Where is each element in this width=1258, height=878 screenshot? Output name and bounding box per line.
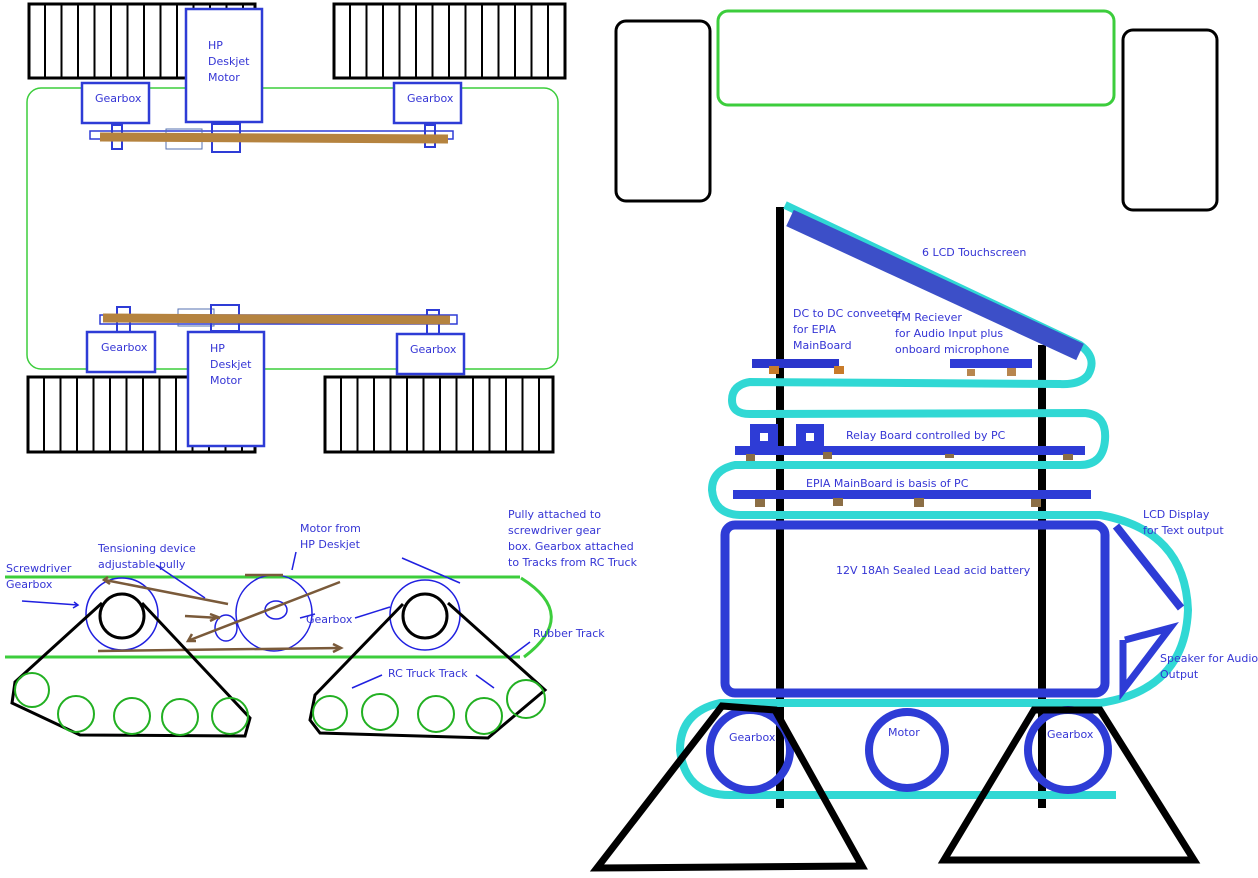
pully-label: box. Gearbox attached: [508, 540, 634, 553]
lcd-display: [1112, 523, 1185, 611]
fm-label: FM Reciever: [895, 311, 962, 324]
gearbox-label: Gearbox: [410, 343, 457, 356]
component: [1031, 499, 1041, 507]
side-view: Screwdriver Gearbox Tensioning device ad…: [5, 508, 638, 740]
speaker: [1119, 621, 1179, 701]
motor-wheel: [865, 708, 949, 792]
touchscreen-label: 6 LCD Touchscreen: [922, 246, 1026, 259]
track-frame-right: [937, 706, 1201, 864]
component: [755, 499, 765, 507]
component: [746, 454, 755, 461]
gearbox-label: Gearbox: [101, 341, 148, 354]
component: [823, 452, 832, 459]
rc-track-label: RC Truck Track: [388, 667, 468, 680]
hp-motor-box: [184, 7, 264, 124]
gearbox-label: Gearbox: [729, 731, 776, 744]
motor-circle: [235, 574, 313, 652]
relay-hole: [806, 433, 814, 441]
robot-side: 6 LCD Touchscreen DC to DC conveeter for…: [589, 201, 1258, 872]
gearbox-box: [85, 330, 157, 374]
rc-truck-tracks: [10, 592, 548, 740]
gearbox-box: [80, 81, 151, 125]
fm-label: for Audio Input plus: [895, 327, 1003, 340]
rubber-track-curve: [520, 576, 553, 659]
chassis-outline: [26, 87, 559, 370]
component: [769, 366, 779, 374]
motor-label: Deskjet: [208, 55, 250, 68]
relay-hole: [760, 433, 768, 441]
motor-label: HP: [210, 342, 225, 355]
tensioner-label: adjustable pully: [98, 558, 186, 571]
motor-label: Motor: [888, 726, 920, 739]
motor-label: Motor from: [300, 522, 361, 535]
component: [834, 366, 844, 374]
speaker-label: Speaker for Audio: [1160, 652, 1258, 665]
hp-motor-box: [186, 330, 266, 448]
relay-label: Relay Board controlled by PC: [846, 429, 1006, 442]
axle: [99, 132, 449, 144]
motor-label: HP: [208, 39, 223, 52]
battery: [720, 520, 1110, 698]
dcdc-label: DC to DC conveeter: [793, 307, 903, 320]
relay-board: [735, 446, 1085, 455]
annotation-arrows: [21, 551, 531, 689]
tensioner-label: Tensioning device: [97, 542, 196, 555]
wheel-right: [1121, 28, 1219, 212]
gearbox-label: Gearbox: [306, 613, 353, 626]
gearbox-label: Gearbox: [407, 92, 454, 105]
component: [914, 498, 924, 507]
pully-label: screwdriver gear: [508, 524, 601, 537]
axle: [102, 313, 451, 325]
touchscreen: [786, 209, 1084, 361]
component: [833, 498, 843, 506]
top-view: Gearbox Gearbox Gearbox Gearbox HP Deskj…: [26, 2, 567, 454]
body-outline: [716, 9, 1116, 107]
motor-label: Motor: [208, 71, 240, 84]
tensioner-pulley: [214, 614, 238, 642]
fm-board: [950, 359, 1032, 368]
fm-label: onboard microphone: [895, 343, 1009, 356]
component: [1007, 368, 1016, 376]
gearbox-box: [395, 332, 466, 376]
motor-label: HP Deskjet: [300, 538, 361, 551]
rubber-track-label: Rubber Track: [533, 627, 605, 640]
epia-label: EPIA MainBoard is basis of PC: [806, 477, 969, 490]
track-frame-left: [589, 702, 868, 872]
component: [945, 454, 954, 458]
gearbox-box: [392, 81, 463, 125]
motor-label: Motor: [210, 374, 242, 387]
vehicle-top-outline: [614, 9, 1219, 212]
track-treads: [26, 2, 567, 454]
pully-label: Pully attached to: [508, 508, 601, 521]
screwdriver-label: Gearbox: [6, 578, 53, 591]
track-wheels: [14, 672, 546, 736]
wheel-left: [614, 19, 712, 203]
battery-label: 12V 18Ah Sealed Lead acid battery: [836, 564, 1031, 577]
dcdc-label: MainBoard: [793, 339, 852, 352]
belts: [97, 573, 344, 654]
component: [1063, 454, 1073, 460]
component: [967, 369, 975, 376]
gearbox-label: Gearbox: [1047, 728, 1094, 741]
gearbox-label: Gearbox: [95, 92, 142, 105]
screwdriver-label: Screwdriver: [6, 562, 72, 575]
epia-board: [733, 490, 1091, 499]
dcdc-label: for EPIA: [793, 323, 836, 336]
pully-label: to Tracks from RC Truck: [508, 556, 638, 569]
lcd-display-label: for Text output: [1143, 524, 1224, 537]
motor-label: Deskjet: [210, 358, 252, 371]
dcdc-board: [752, 359, 839, 368]
lcd-display-label: LCD Display: [1143, 508, 1210, 521]
speaker-label: Output: [1160, 668, 1199, 681]
